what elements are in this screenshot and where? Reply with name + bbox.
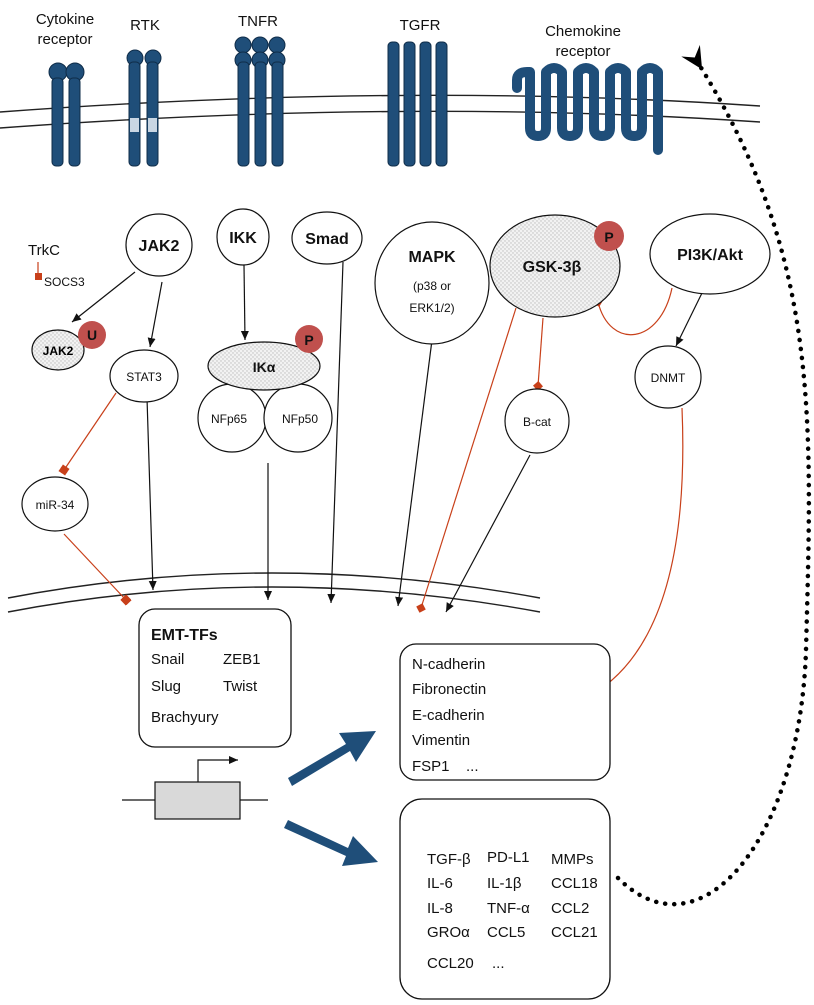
emt-item-brachyury: Brachyury (151, 709, 219, 726)
nfp65-node: NFp65 (197, 383, 267, 453)
ika-node: IKα P (207, 325, 323, 391)
phospho-badge-ika (295, 325, 323, 353)
dnmt-label: DNMT (651, 371, 686, 385)
factor-ccl5: CCL5 (487, 924, 525, 941)
smad-label: Smad (305, 231, 349, 248)
chemokine-receptor (512, 63, 663, 155)
mir34-node: miR-34 (21, 476, 89, 532)
gsk3b-label: GSK-3β (523, 259, 582, 276)
phospho-badge-gsk (594, 221, 624, 251)
emt-markers-box: N-cadherin Fibronectin E-cadherin Viment… (399, 643, 611, 781)
rtk-label: RTK (130, 17, 160, 34)
jak2-node: JAK2 (125, 213, 193, 277)
marker-n-cadherin: N-cadherin (412, 656, 485, 673)
pi3k-label: PI3K/Akt (677, 247, 743, 264)
factor-pdl1: PD-L1 (487, 849, 530, 866)
dnmt-node: DNMT (634, 345, 702, 409)
socs3-label: SOCS3 (44, 275, 85, 289)
trkc-node: TrkC (28, 242, 60, 259)
marker-fsp1: FSP1 (412, 758, 450, 775)
gene-element (122, 756, 268, 820)
tnfr-receptor (234, 36, 286, 167)
bcat-node: B-cat (504, 388, 570, 454)
cytokine-label-2: receptor (37, 31, 92, 48)
emt-item-snail: Snail (151, 651, 184, 668)
trkc-label: TrkC (28, 242, 60, 259)
cytokine-receptor (48, 62, 85, 167)
nfp65-label: NFp65 (211, 412, 247, 426)
factor-tnfa: TNF-α (487, 900, 530, 917)
chemokine-label-2: receptor (555, 43, 610, 60)
marker-fibronectin: Fibronectin (412, 681, 486, 698)
factor-ccl2: CCL2 (551, 900, 589, 917)
p-badge-gsk-label: P (604, 229, 613, 245)
factor-il1b: IL-1β (487, 875, 522, 892)
factor-il6: IL-6 (427, 875, 453, 892)
mapk-label: MAPK (408, 249, 456, 266)
cytokine-label-1: Cytokine (36, 11, 94, 28)
factor-ccl18: CCL18 (551, 875, 598, 892)
emt-item-zeb1: ZEB1 (223, 651, 261, 668)
bcat-label: B-cat (523, 415, 552, 429)
emt-title: EMT-TFs (151, 627, 218, 644)
jak2-u-label: JAK2 (43, 344, 74, 358)
factor-ccl20: CCL20 (427, 955, 474, 972)
tgfr-label: TGFR (400, 17, 441, 34)
ikk-node: IKK (216, 208, 270, 266)
gsk3b-node: GSK-3β P (489, 214, 624, 318)
mapk-sub2-label: ERK1/2) (409, 301, 454, 315)
ika-label: IKα (253, 359, 276, 375)
emt-tf-box: EMT-TFs Snail ZEB1 Slug Twist Brachyury (138, 608, 292, 748)
nuclear-membrane (7, 572, 541, 613)
marker-vimentin: Vimentin (412, 732, 470, 749)
mir34-label: miR-34 (36, 498, 75, 512)
nfp50-node: NFp50 (263, 383, 333, 453)
jak2-ubiquitinated-node: JAK2 U (31, 321, 106, 371)
rtk-receptor (126, 49, 162, 167)
factor-groa: GROα (427, 924, 470, 941)
emt-item-twist: Twist (223, 678, 258, 695)
p-badge-ika-label: P (304, 332, 313, 348)
expression-arrows (284, 731, 378, 866)
factor-ccl21: CCL21 (551, 924, 598, 941)
factor-il8: IL-8 (427, 900, 453, 917)
ubiquitin-badge (78, 321, 106, 349)
stat3-label: STAT3 (126, 370, 162, 384)
factor-ellipsis: ... (492, 955, 505, 972)
stat3-node: STAT3 (109, 349, 179, 403)
marker-ellipsis: ... (466, 758, 479, 775)
factor-mmps: MMPs (551, 851, 594, 868)
mapk-sub1-label: (p38 or (413, 279, 451, 293)
marker-e-cadherin: E-cadherin (412, 707, 485, 724)
nfp50-label: NFp50 (282, 412, 318, 426)
secreted-factors-box: TGF-β IL-6 IL-8 GROα CCL20 PD-L1 IL-1β T… (399, 798, 611, 1000)
ikk-label: IKK (229, 230, 257, 247)
chemokine-label-1: Chemokine (545, 23, 621, 40)
tnfr-label: TNFR (238, 13, 278, 30)
factor-tgfb: TGF-β (427, 851, 471, 868)
u-badge-label: U (87, 327, 97, 343)
mapk-node: MAPK (p38 or ERK1/2) (374, 221, 490, 345)
emt-item-slug: Slug (151, 678, 181, 695)
jak2-label: JAK2 (139, 238, 180, 255)
smad-node: Smad (291, 211, 363, 265)
pi3k-node: PI3K/Akt (649, 213, 771, 295)
tgfr-receptor (387, 41, 448, 167)
